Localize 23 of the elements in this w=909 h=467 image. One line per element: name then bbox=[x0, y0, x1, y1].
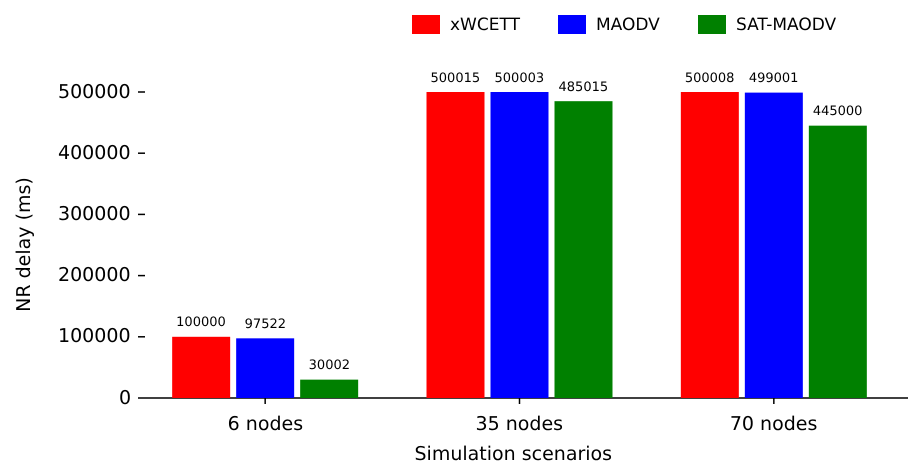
category-label: 6 nodes bbox=[228, 414, 304, 434]
value-label: 500003 bbox=[494, 72, 544, 84]
tick-label: 300000 bbox=[58, 204, 131, 224]
axis-title: NR delay (ms) bbox=[14, 176, 34, 312]
tick-label: 0 bbox=[119, 388, 132, 408]
tick-label: 500000 bbox=[58, 82, 131, 102]
value-label: 499001 bbox=[748, 72, 798, 86]
tick-label: 200000 bbox=[58, 266, 131, 286]
axis-title: Simulation scenarios bbox=[414, 444, 612, 464]
legend-label: SAT-MAODV bbox=[736, 16, 836, 34]
category-label: 35 nodes bbox=[476, 414, 564, 434]
legend-label: MAODV bbox=[596, 16, 660, 34]
value-label: 445000 bbox=[812, 105, 862, 118]
value-label: 485015 bbox=[558, 80, 608, 94]
value-label: 100000 bbox=[176, 316, 226, 330]
value-label: 30002 bbox=[308, 359, 350, 372]
value-label: 97522 bbox=[244, 318, 286, 331]
tick-label: 100000 bbox=[58, 327, 131, 346]
category-label: 70 nodes bbox=[730, 414, 818, 434]
value-label: 500008 bbox=[684, 72, 734, 84]
value-label: 500015 bbox=[430, 72, 480, 84]
tick-label: 400000 bbox=[58, 144, 131, 163]
legend-label: xWCETT bbox=[450, 16, 520, 34]
